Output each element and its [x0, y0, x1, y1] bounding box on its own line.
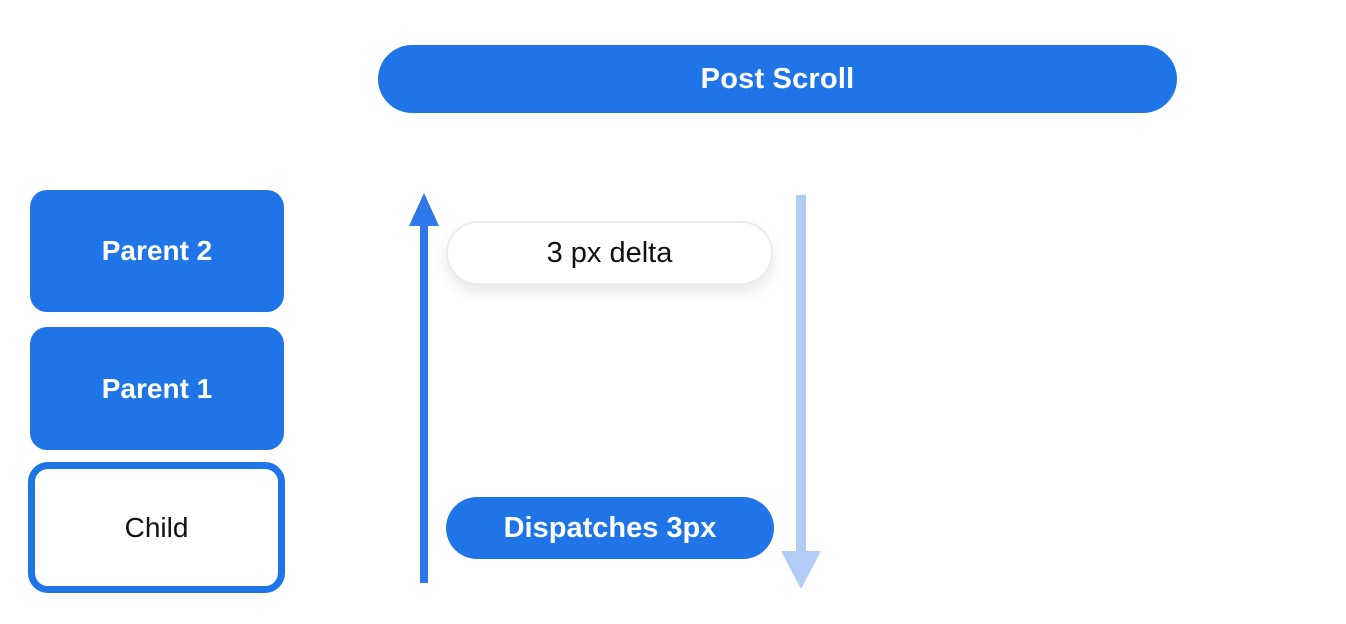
up-arrowhead-icon — [409, 193, 439, 226]
up-arrow-shaft — [420, 223, 428, 583]
dispatch-pill: Dispatches 3px — [446, 497, 774, 559]
node-child: Child — [28, 462, 285, 593]
post-scroll-pill: Post Scroll — [378, 45, 1177, 113]
up-arrow-icon — [409, 193, 439, 583]
down-arrowhead-icon — [781, 551, 821, 589]
down-arrow-icon — [781, 195, 821, 590]
delta-pill: 3 px delta — [446, 221, 773, 285]
node-parent-2: Parent 2 — [30, 190, 284, 312]
node-parent-1: Parent 1 — [30, 327, 284, 450]
down-arrow-shaft — [796, 195, 806, 553]
